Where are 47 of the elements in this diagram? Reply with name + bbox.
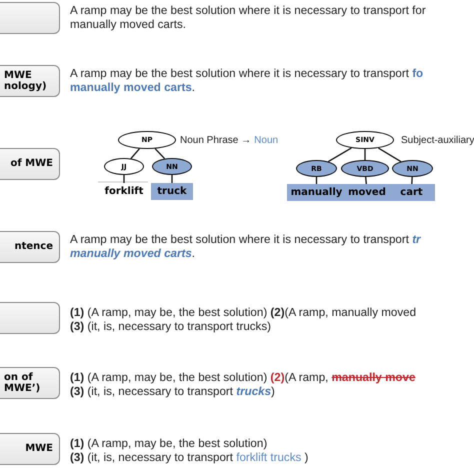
extraction-line: (1) (A ramp, may be, the best solution): [70, 437, 268, 451]
phrase-note: Noun: [254, 135, 278, 146]
word-label: truck: [157, 186, 187, 197]
tag-ellipse: [152, 158, 192, 175]
tree-branch: [123, 175, 125, 183]
label-box: [0, 367, 60, 399]
phrase-note: Noun Phrase →: [180, 135, 252, 146]
tree-branch: [365, 176, 367, 184]
rounded-box: [0, 302, 60, 334]
label-box: [0, 433, 60, 465]
tree-branch: [364, 149, 366, 160]
extraction-line: (3) (it, is, necessary to transport trucks): [70, 385, 275, 399]
tree-branch: [130, 148, 140, 159]
row-label: ntence: [14, 241, 53, 253]
sentence: A ramp may be the best solution where it is necessary to transport fo manually moved carts.: [70, 67, 424, 95]
tree-branch: [411, 176, 413, 184]
row-label: MWE nology): [4, 70, 48, 92]
tag-ellipse: [336, 131, 394, 149]
tag-ellipse: [118, 131, 176, 149]
extraction-line: (3) (it, is, necessary to transport trucks): [70, 320, 272, 334]
word-label: moved: [348, 187, 386, 198]
row-label: MWE: [25, 443, 53, 455]
extraction-line: (3) (it, is, necessary to transport forklift trucks ): [70, 451, 308, 465]
word-box: [287, 184, 346, 201]
word-label: manually: [290, 187, 342, 198]
row-label: of MWE: [10, 158, 53, 170]
sentence: A ramp may be the best solution where it is necessary to transport for manually moved carts.: [70, 4, 427, 32]
word-label: forklift: [104, 186, 144, 197]
tag-ellipse: [392, 160, 433, 177]
tag-ellipse: [104, 158, 144, 175]
label-box: [0, 231, 60, 263]
rounded-box: [0, 2, 60, 34]
word-label: cart: [400, 187, 423, 198]
tree-branch: [378, 147, 402, 162]
row-label: on of MWE’): [4, 372, 42, 394]
extraction-line: (1) (A ramp, may be, the best solution) (2)(A ramp, manually move: [70, 371, 416, 385]
tag-ellipse: [341, 160, 389, 177]
sentence: A ramp may be the best solution where it is necessary to transport tr manually moved carts.: [70, 233, 422, 261]
tag-ellipse: [296, 160, 337, 177]
word-box: [151, 183, 193, 200]
label-box: [0, 148, 60, 180]
phrase-note: Subject-auxiliary: [401, 135, 474, 146]
tree-branch: [328, 147, 352, 162]
word-box: [388, 184, 435, 201]
tree-branch: [154, 148, 166, 160]
extraction-line: (1) (A ramp, may be, the best solution) (2)(A ramp, manually moved: [70, 306, 416, 320]
label-box: [0, 65, 60, 97]
